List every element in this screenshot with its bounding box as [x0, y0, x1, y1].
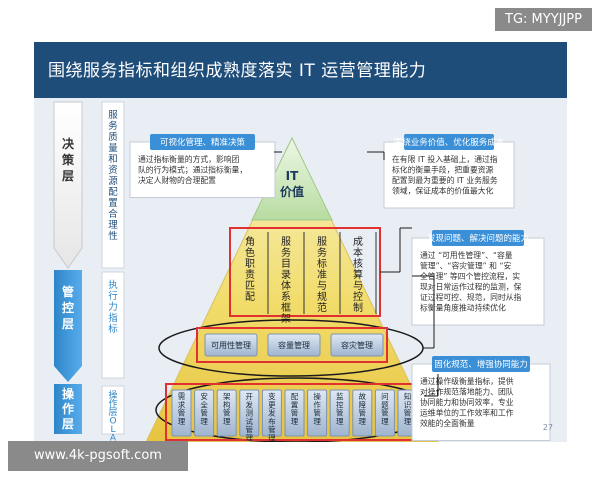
- callout: 可视化管理、精准决策通过指标衡量的方式，影响团队的行为模式；通过指标衡量，决定人…: [129, 134, 276, 198]
- bottom-box-label: 操作管理: [313, 391, 321, 426]
- callout-body-line: 对操作规范落地能力、团队: [420, 387, 514, 397]
- bottom-box: 架构管理: [216, 389, 237, 437]
- callout-body-line: 在有限 IT 投入基础上，通过指: [392, 154, 498, 164]
- layer-decision-label: 决策层: [62, 136, 75, 183]
- bottom-box-label: 需求管理: [178, 392, 186, 426]
- callout: 固化规范、增强协同能力通过操作级衡量指标，提供对操作规范落地能力、团队协同能力和…: [411, 356, 551, 441]
- bottom-box-label: 问题管理: [381, 392, 389, 426]
- side-label-decision: 服务质量和资源配置合理性: [108, 110, 118, 242]
- callout-header: 发现问题、解决问题的能力: [427, 233, 529, 244]
- upper-box-label: 服务标准与规范: [317, 236, 327, 314]
- callout-header: 固化规范、增强协同能力: [434, 359, 528, 370]
- watermark-top: TG: MYYJJPP: [495, 8, 592, 31]
- callout-body-line: 效能的全面衡量: [420, 418, 475, 428]
- callout-body-line: 运维单位的工作效率和工作: [420, 408, 514, 418]
- callout-body-line: 通过 “可用性管理”、“容量: [420, 250, 513, 260]
- callout-body-line: 现对日常运作过程的监测，保: [420, 282, 522, 292]
- callout-header: 围绕业务价值、优化服务成本: [394, 137, 505, 148]
- middle-box: 容量管理: [267, 333, 321, 357]
- bottom-box-label: 知识管理: [404, 391, 412, 426]
- bottom-box: 需求管理: [171, 389, 192, 437]
- bottom-box-label: 安全管理: [200, 391, 208, 426]
- upper-box: 服务目录体系框架: [281, 232, 305, 325]
- layer-operation: 操作层: [54, 384, 82, 434]
- middle-box-label: 容灾管理: [341, 340, 373, 350]
- side-label-control: 执行力指标: [108, 279, 118, 335]
- callout-body-line: 领域，保证成本的价值最大化: [392, 186, 494, 196]
- bottom-box-label: 变更发布管理: [268, 391, 276, 442]
- upper-box-label: 成本核算与控制: [353, 236, 363, 314]
- layer-control: 管控层: [54, 270, 82, 382]
- bottom-box-label: 开发测试管理: [246, 392, 254, 442]
- callout-body-line: 全管理” 等四个管控流程，实: [420, 271, 520, 281]
- middle-box: 容灾管理: [330, 333, 384, 357]
- callout-body-line: 队的行为模式；通过指标衡量，: [138, 165, 247, 175]
- layer-control-label: 管控层: [62, 284, 74, 331]
- bottom-box: 配置管理: [284, 389, 305, 437]
- bottom-box-label: 配置管理: [291, 392, 299, 426]
- connectors: [274, 151, 439, 397]
- callout-body-line: 证过程可控、规范，同时从指: [420, 292, 522, 302]
- watermark-bottom: www.4k-pgsoft.com: [8, 441, 188, 471]
- layer-operation-label: 操作层: [62, 386, 75, 431]
- callout-body-line: 通过操作级衡量指标，提供: [420, 376, 514, 386]
- bottom-box: 监控管理: [329, 389, 350, 437]
- slide: 围绕服务指标和组织成熟度落实 IT 运营管理能力: [34, 42, 567, 442]
- bottom-box: 问题管理: [374, 389, 395, 437]
- callout-body-line: 决定人财物的合理配置: [138, 175, 216, 185]
- middle-box: 可用性管理: [204, 333, 258, 357]
- callout-body-line: 协同能力和协同效率，专业: [420, 397, 514, 407]
- callout-body-line: 通过指标衡量的方式，影响团: [138, 154, 240, 164]
- bottom-box: 开发测试管理: [239, 389, 260, 442]
- bottom-box-label: 架构管理: [223, 392, 231, 426]
- pyramid: [145, 136, 439, 442]
- callout-body-line: 标化的衡量手段，把重要资源: [392, 165, 494, 175]
- callout-body-line: 标衡量角度推动持续优化: [420, 303, 506, 313]
- callout-body-line: 管理”、“容灾管理” 和 “安: [420, 261, 511, 271]
- layer-decision: 决策层: [53, 101, 83, 269]
- slide-title: 围绕服务指标和组织成熟度落实 IT 运营管理能力: [48, 61, 427, 81]
- bottom-box-label: 故障管理: [359, 391, 367, 426]
- bottom-box-label: 监控管理: [336, 391, 344, 426]
- bottom-box: 操作管理: [307, 389, 328, 437]
- middle-highlight-frame: [196, 327, 388, 363]
- upper-box-label: 服务目录体系框架: [281, 236, 291, 325]
- upper-box-label: 角色职责匹配: [245, 236, 255, 303]
- upper-box: 服务标准与规范: [317, 232, 341, 314]
- callout-body-line: 配置到最为重要的 IT 业务服务: [392, 175, 498, 185]
- bottom-box: 故障管理: [352, 389, 373, 437]
- middle-box-label: 可用性管理: [211, 340, 251, 350]
- callout-header: 可视化管理、精准决策: [160, 137, 246, 148]
- upper-box: 角色职责匹配: [245, 232, 269, 314]
- page-number: 27: [542, 423, 553, 432]
- upper-box: 成本核算与控制: [353, 232, 377, 314]
- middle-box-label: 容量管理: [278, 340, 310, 350]
- bottom-box: 变更发布管理: [261, 389, 282, 442]
- bottom-box: 安全管理: [194, 389, 215, 437]
